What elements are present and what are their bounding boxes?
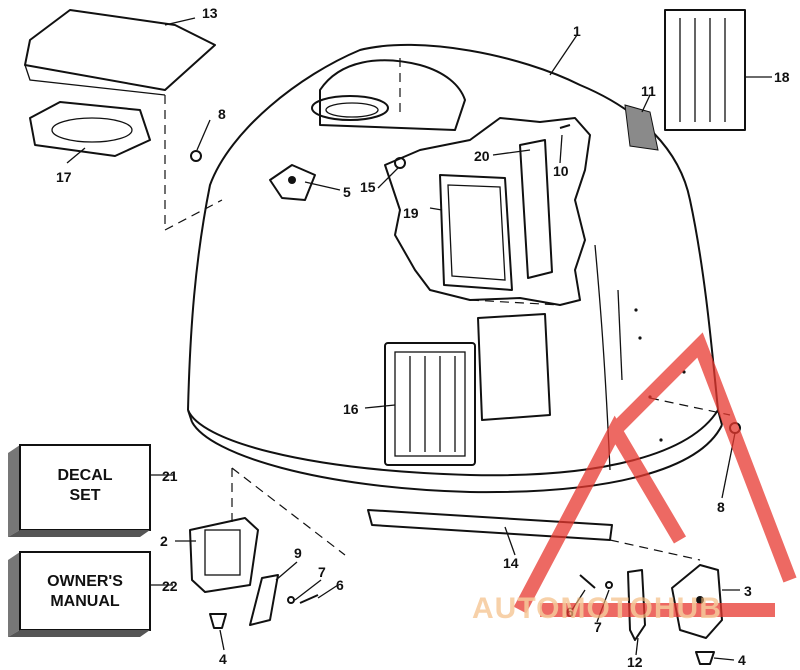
callout-4b: 4 (738, 652, 746, 668)
leader-lines (66, 17, 772, 661)
decal-set-box: DECAL SET (8, 444, 151, 537)
callout-21: 21 (162, 468, 178, 484)
callout-2: 2 (160, 533, 168, 549)
callout-5: 5 (343, 184, 351, 200)
callout-19: 19 (403, 205, 419, 221)
part-12-clip (627, 569, 646, 641)
watermark: AUTOMOTOHUB (472, 332, 797, 625)
watermark-logo (513, 332, 797, 617)
callout-12: 12 (627, 654, 643, 670)
plate-behind-16 (477, 313, 551, 421)
callout-13: 13 (202, 5, 218, 21)
dashed-guides (164, 58, 731, 561)
callout-1: 1 (573, 23, 581, 39)
grille-16 (384, 342, 476, 466)
callout-11: 11 (641, 83, 656, 99)
callout-22: 22 (162, 578, 178, 594)
part-2-latch (189, 517, 259, 593)
part-11-seal (624, 104, 659, 151)
callout-17: 17 (56, 169, 72, 185)
decal-label-line1: DECAL (57, 467, 112, 484)
callout-10: 10 (553, 163, 569, 179)
callout-18: 18 (774, 69, 790, 85)
part-17-gasket (29, 101, 151, 157)
callout-6a: 6 (336, 577, 344, 593)
callout-9: 9 (294, 545, 302, 561)
callout-8a: 8 (218, 106, 226, 122)
callout-8b: 8 (717, 499, 725, 515)
callout-14: 14 (503, 555, 519, 571)
callout-3: 3 (744, 583, 752, 599)
part-9-clip (249, 574, 279, 626)
owners-manual-box: OWNER'S MANUAL (8, 551, 151, 637)
callout-7a: 7 (318, 564, 326, 580)
callout-16: 16 (343, 401, 359, 417)
decal-label-line2: SET (69, 487, 100, 504)
part-18-screen (664, 9, 746, 131)
callout-7b: 7 (594, 619, 602, 635)
manual-label-line1: OWNER'S (47, 573, 123, 590)
callout-15: 15 (360, 179, 376, 195)
part-13-cap (24, 9, 216, 96)
callout-20: 20 (474, 148, 490, 164)
part-3-latch (671, 564, 723, 639)
watermark-text: AUTOMOTOHUB (472, 592, 722, 625)
callout-4a: 4 (219, 651, 227, 667)
manual-label-line2: MANUAL (50, 593, 120, 610)
part-5-bracket (269, 164, 316, 201)
